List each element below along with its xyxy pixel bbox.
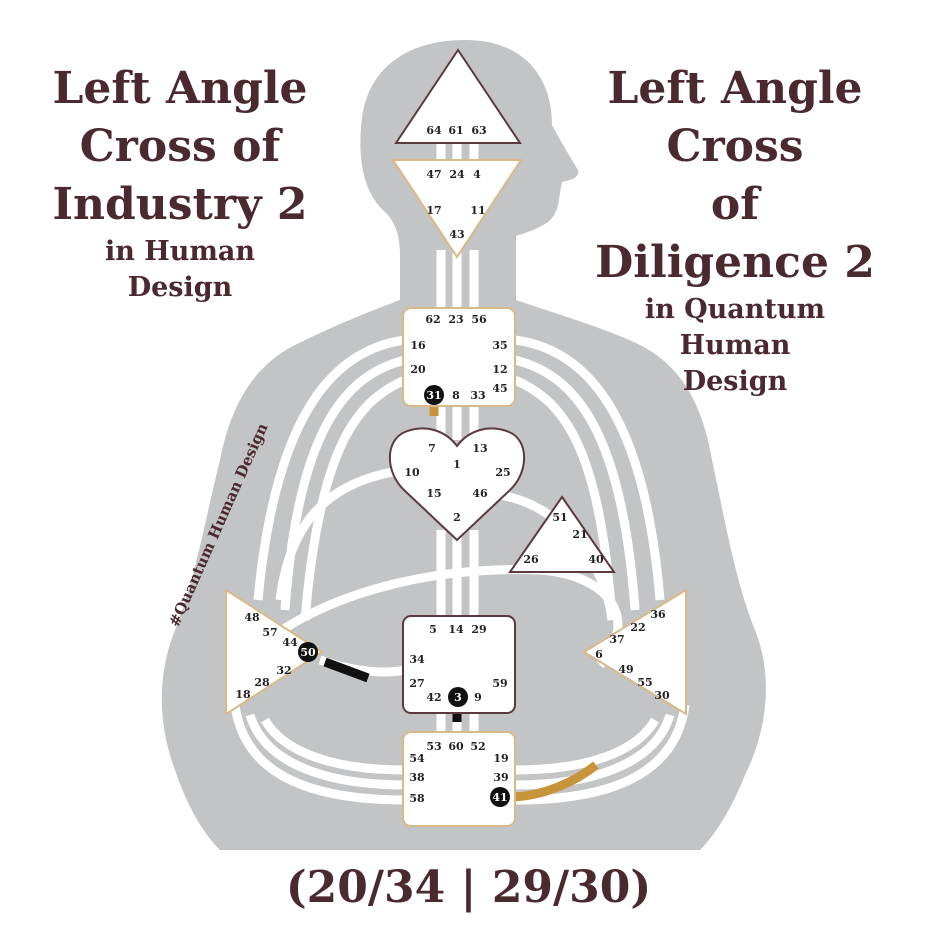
right-subtitle-line: Human (679, 330, 791, 361)
gate-label: 20 (410, 363, 426, 376)
gate-label: 50 (300, 646, 316, 659)
gate-label: 35 (492, 339, 507, 352)
channel-segment-black (323, 657, 370, 683)
gate-label: 8 (452, 389, 460, 402)
gate-label: 34 (409, 653, 425, 666)
gate-label: 54 (409, 752, 425, 765)
cross-gates-code: (20/34 | 29/30) (285, 862, 652, 913)
root-center (402, 731, 516, 827)
gate-label: 4 (473, 168, 481, 181)
channel-segment-gold (514, 761, 599, 802)
gate-label: 25 (495, 466, 510, 479)
gate-label: 36 (650, 608, 666, 621)
gate-label: 31 (426, 389, 441, 402)
gate-label: 15 (426, 487, 441, 500)
gate-label: 32 (276, 664, 291, 677)
gate-label: 23 (448, 313, 463, 326)
gate-label: 13 (472, 442, 487, 455)
right-title-line: Diligence 2 (595, 237, 875, 288)
right-subtitle-line: in Quantum (644, 294, 826, 325)
gate-label: 19 (493, 752, 508, 765)
gate-label: 14 (448, 623, 464, 636)
gate-label: 60 (448, 740, 464, 753)
solar-plexus-center (582, 588, 687, 716)
gate-label: 52 (470, 740, 485, 753)
gate-label: 1 (453, 458, 461, 471)
gate-label: 55 (637, 676, 652, 689)
gate-label: 3 (454, 691, 462, 704)
gate-label: 10 (404, 466, 420, 479)
gate-label: 6 (595, 648, 603, 661)
gate-label: 40 (588, 553, 604, 566)
gate-label: 53 (426, 740, 441, 753)
gate-label: 37 (609, 633, 624, 646)
gate-label: 44 (282, 636, 298, 649)
heart-center (508, 495, 616, 573)
right-title-line: of (710, 179, 760, 230)
gate-label: 41 (492, 791, 507, 804)
gate-41-circle (490, 787, 510, 807)
gate-label: 12 (492, 363, 507, 376)
gate-label: 45 (492, 382, 507, 395)
gate-31-circle (424, 385, 444, 405)
gate-3-circle (448, 687, 468, 707)
spleen-center (225, 588, 324, 716)
gate-label: 22 (630, 621, 645, 634)
gate-label: 48 (244, 611, 260, 624)
throat-center (402, 307, 516, 407)
gate-label: 62 (425, 313, 440, 326)
right-title-line: Left Angle (607, 63, 863, 114)
gate-label: 24 (449, 168, 465, 181)
gate-50-circle (298, 642, 318, 662)
left-subtitle-line: in Human (104, 236, 256, 267)
gate-label: 29 (471, 623, 486, 636)
sacral-center (402, 615, 516, 714)
gate-label: 16 (410, 339, 426, 352)
left-title: Left Angle Cross of Industry 2 in Human … (45, 60, 315, 306)
left-title-line: Cross of (79, 121, 281, 172)
gate-label: 30 (654, 689, 670, 702)
gate-label: 11 (470, 204, 485, 217)
gate-label: 17 (426, 204, 441, 217)
gate-label: 59 (492, 677, 507, 690)
gate-label: 46 (472, 487, 488, 500)
right-title-line: Cross (666, 121, 804, 172)
gate-label: 56 (471, 313, 487, 326)
gate-label: 49 (618, 663, 633, 676)
g-center (389, 427, 525, 542)
gate-label: 27 (409, 677, 424, 690)
gate-label: 57 (262, 626, 277, 639)
gate-label: 2 (453, 511, 461, 524)
gate-label: 64 (426, 124, 442, 137)
ajna-center (391, 159, 523, 259)
gate-label: 39 (493, 771, 508, 784)
right-title: Left Angle Cross of Diligence 2 in Quant… (590, 60, 880, 400)
gate-label: 38 (409, 771, 425, 784)
gate-label: 51 (552, 511, 567, 524)
gate-label: 42 (426, 691, 441, 704)
gate-label: 58 (409, 792, 425, 805)
head-center (394, 48, 522, 144)
gate-label: 28 (254, 676, 270, 689)
gate-label: 18 (235, 688, 251, 701)
left-title-line: Left Angle (52, 63, 308, 114)
gate-label: 43 (449, 228, 464, 241)
gate-label: 61 (448, 124, 463, 137)
gate-label: 21 (572, 528, 587, 541)
gate-label: 5 (429, 623, 437, 636)
right-subtitle-line: Design (682, 366, 788, 397)
gate-label: 47 (426, 168, 441, 181)
gate-label: 33 (470, 389, 485, 402)
gate-label: 9 (474, 691, 482, 704)
gate-label: 7 (428, 442, 436, 455)
left-title-line: Industry 2 (52, 179, 308, 230)
gate-label: 63 (471, 124, 486, 137)
left-subtitle-line: Design (127, 272, 233, 303)
gate-label: 26 (523, 553, 539, 566)
